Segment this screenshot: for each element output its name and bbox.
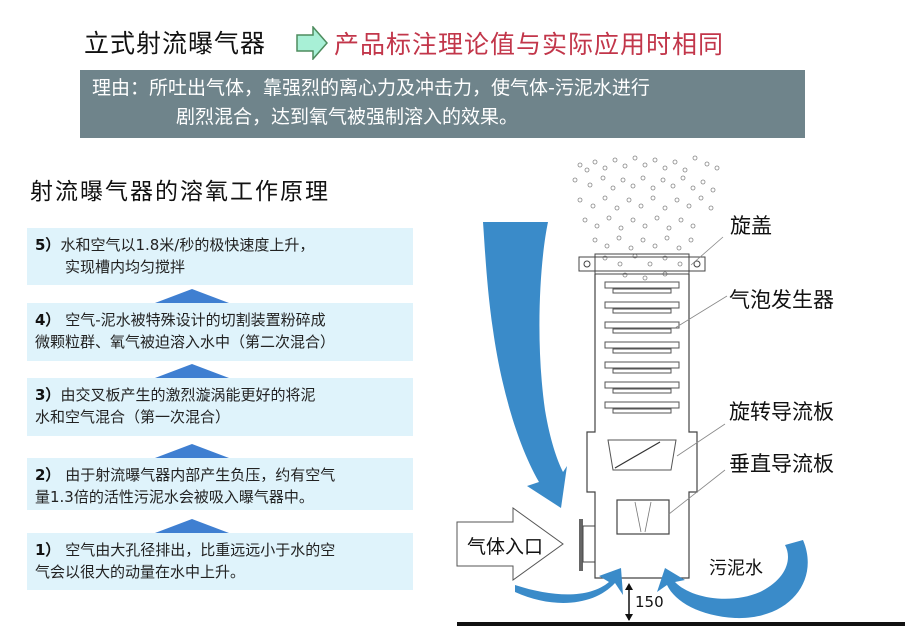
step-2: 2） 由于射流曝气器内部产生负压，约有空气 量1.3倍的活性污泥水会被吸入曝气器… [27,458,413,510]
flow-arrow-right-bottom [657,540,808,619]
main-title: 立式射流曝气器 [84,29,267,58]
up-arrow-icon [155,444,229,458]
step-3: 3）由交叉板产生的激烈漩涡能更好的将泥 水和空气混合（第一次混合） [27,378,413,436]
step-text-line-2: 实现槽内均匀搅拌 [65,258,186,276]
step-number: 5） [35,236,61,254]
step-text-line-2: 量1.3倍的活性污泥水会被吸入曝气器中。 [35,488,314,506]
up-arrow-icon [155,364,229,378]
label-vertical-baffle: 垂直导流板 [729,452,834,476]
step-5: 5）水和空气以1.8米/秒的极快速度上升， 实现槽内均匀搅拌 [27,228,413,285]
label-rotating-baffle: 旋转导流板 [729,400,834,424]
label-sludge-water: 污泥水 [709,558,763,579]
step-text-line-1: 由于射流曝气器内部产生负压，约有空气 [60,466,336,484]
step-text-line-1: 水和空气以1.8米/秒的极快速度上升， [60,236,315,254]
step-1: 1） 空气由大孔径排出，比重远远小于水的空 气会以很大的动量在水中上升。 [27,533,413,590]
flow-arrow-down [483,222,567,508]
up-arrow-icon [155,519,229,533]
flow-arrow-left-bottom [515,568,623,603]
step-text-line-2: 水和空气混合（第一次混合） [35,408,231,426]
step-number: 1） [35,541,61,559]
label-gas-inlet: 气体入口 [467,536,544,558]
step-text-line-2: 微颗粒群、氧气被迫溶入水中（第二次混合） [35,333,336,351]
step-text-line-1: 空气-泥水被特殊设计的切割装置粉碎成 [60,311,326,329]
reason-line-2: 剧烈混合，达到氧气被强制溶入的效果。 [176,106,519,128]
step-number: 2） [35,466,61,484]
label-cap: 旋盖 [730,214,772,238]
step-text-line-1: 空气由大孔径排出，比重远远小于水的空 [60,541,336,559]
step-text-line-1: 由交叉板产生的激烈漩涡能更好的将泥 [60,386,316,404]
reason-line-1: 理由：所吐出气体，靠强烈的离心力及冲击力，使气体-污泥水进行 [92,77,650,99]
step-number: 3） [35,386,61,404]
label-clearance: 150 [635,593,664,611]
gas-inlet-arrow [456,507,564,581]
aerator-diagram: 旋盖 气泡发生器 旋转导流板 垂直导流板 气体入口 污泥水 150 [445,140,905,640]
note-text: 产品标注理论值与实际应用时相同 [334,30,725,59]
step-number: 4） [35,311,61,329]
up-arrow-icon [155,289,229,303]
reason-box: 理由：所吐出气体，靠强烈的离心力及冲击力，使气体-污泥水进行 剧烈混合，达到氧气… [80,70,805,138]
step-text-line-2: 气会以很大的动量在水中上升。 [35,563,246,581]
step-4: 4） 空气-泥水被特殊设计的切割装置粉碎成 微颗粒群、氧气被迫溶入水中（第二次混… [27,303,413,361]
label-bubble-generator: 气泡发生器 [729,288,834,312]
section-title: 射流曝气器的溶氧工作原理 [30,179,330,205]
right-arrow-icon [296,26,328,60]
